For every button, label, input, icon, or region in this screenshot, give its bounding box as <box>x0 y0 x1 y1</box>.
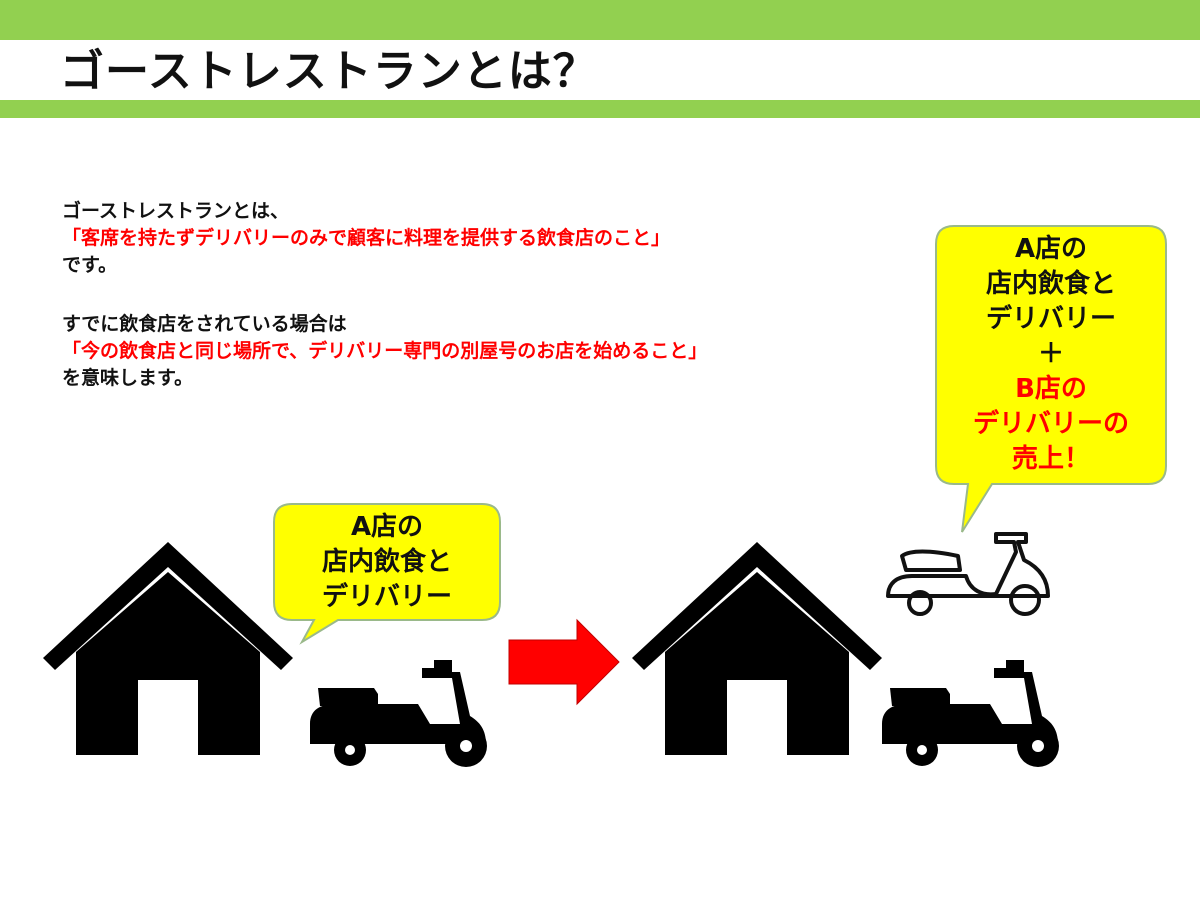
house-icon-before <box>43 542 293 755</box>
bubble-before-shape <box>273 503 501 645</box>
bubble-before-line-1: A店の <box>350 512 424 542</box>
bubble-before-line-2: 店内飲食と <box>321 547 452 577</box>
header-bar-top <box>0 0 1200 40</box>
right-arrow-icon <box>508 618 620 706</box>
bubble-after-text: A店の 店内飲食と デリバリー ＋ B店の デリバリーの 売上！ <box>936 232 1166 477</box>
bubble-after-line-1: A店の <box>1014 234 1088 264</box>
bubble-after-line-2: 店内飲食と <box>985 269 1116 299</box>
page-title: ゴーストレストランとは？ <box>60 46 598 97</box>
scooter-icon-before <box>310 660 487 767</box>
scooter-outline-icon <box>886 532 1050 616</box>
intro-line-3: です。 <box>62 254 118 276</box>
intro-highlight: 「客席を持たずデリバリーのみで顧客に料理を提供する飲食店のこと」 <box>62 227 671 249</box>
bubble-after-line-7: 売上！ <box>1011 444 1090 474</box>
bubble-after-plus: ＋ <box>1037 339 1064 369</box>
existing-line-3: を意味します。 <box>62 367 194 389</box>
intro-line-1: ゴーストレストランとは、 <box>62 200 290 222</box>
bubble-before-text: A店の 店内飲食と デリバリー <box>274 510 500 615</box>
scooter-icon-after <box>882 660 1059 767</box>
existing-highlight: 「今の飲食店と同じ場所で、デリバリー専門の別屋号のお店を始めること」 <box>62 340 708 362</box>
header-bar-bottom <box>0 100 1200 118</box>
bubble-after-shape <box>935 225 1167 533</box>
bubble-after-line-6: デリバリーの <box>972 409 1129 439</box>
house-icon-after <box>632 542 882 755</box>
existing-line-1: すでに飲食店をされている場合は <box>62 313 347 335</box>
intro-paragraph: ゴーストレストランとは、 「客席を持たずデリバリーのみで顧客に料理を提供する飲食… <box>62 198 670 279</box>
existing-paragraph: すでに飲食店をされている場合は 「今の飲食店と同じ場所で、デリバリー専門の別屋号… <box>62 311 707 392</box>
bubble-after-line-3: デリバリー <box>985 304 1116 334</box>
bubble-before-line-3: デリバリー <box>321 582 452 612</box>
bubble-after-line-5: B店の <box>1015 374 1087 404</box>
